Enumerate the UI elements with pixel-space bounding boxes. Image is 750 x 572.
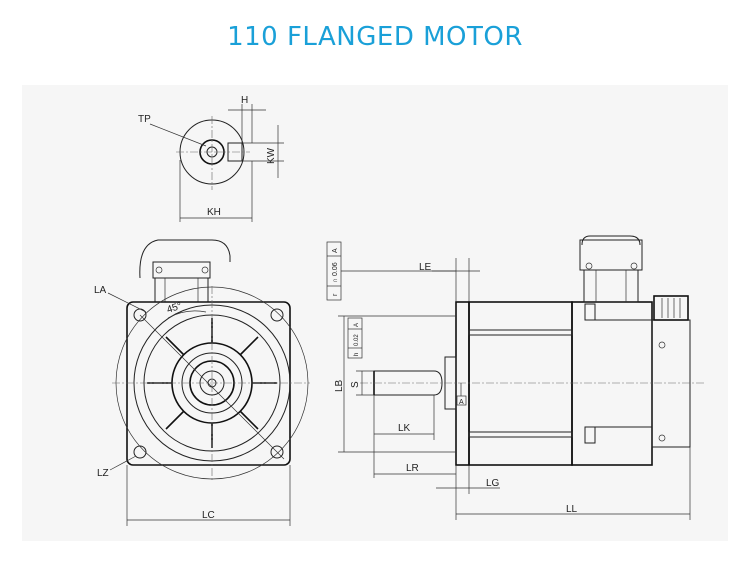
page-title: 110 FLANGED MOTOR	[227, 22, 523, 52]
label-kh: KH	[207, 207, 221, 218]
tol1-symbol: r	[332, 293, 339, 296]
tol2-ref: A	[354, 323, 360, 327]
label-h: H	[241, 95, 248, 106]
label-lz: LZ	[97, 468, 109, 479]
label-ll: LL	[566, 504, 578, 515]
label-angle: 45°	[166, 301, 184, 316]
label-lb: LB	[334, 379, 345, 392]
label-le: LE	[419, 262, 432, 273]
side-view	[326, 235, 706, 520]
label-kw: KW	[266, 147, 277, 164]
label-lr: LR	[406, 463, 419, 474]
tol2-value: 0.02	[354, 334, 360, 346]
tol1-ref: A	[332, 248, 339, 253]
label-tp: TP	[138, 114, 151, 125]
label-lk: LK	[398, 423, 411, 434]
label-s: S	[350, 381, 361, 388]
tol2-symbol: h	[354, 353, 360, 356]
datum-label: A	[459, 399, 464, 406]
shaft-end-view	[149, 104, 284, 222]
label-la: LA	[94, 285, 107, 296]
tol1-value: ∩ 0.06	[332, 262, 339, 283]
front-view	[107, 239, 310, 526]
label-lc: LC	[202, 510, 215, 521]
label-lg: LG	[486, 478, 500, 489]
